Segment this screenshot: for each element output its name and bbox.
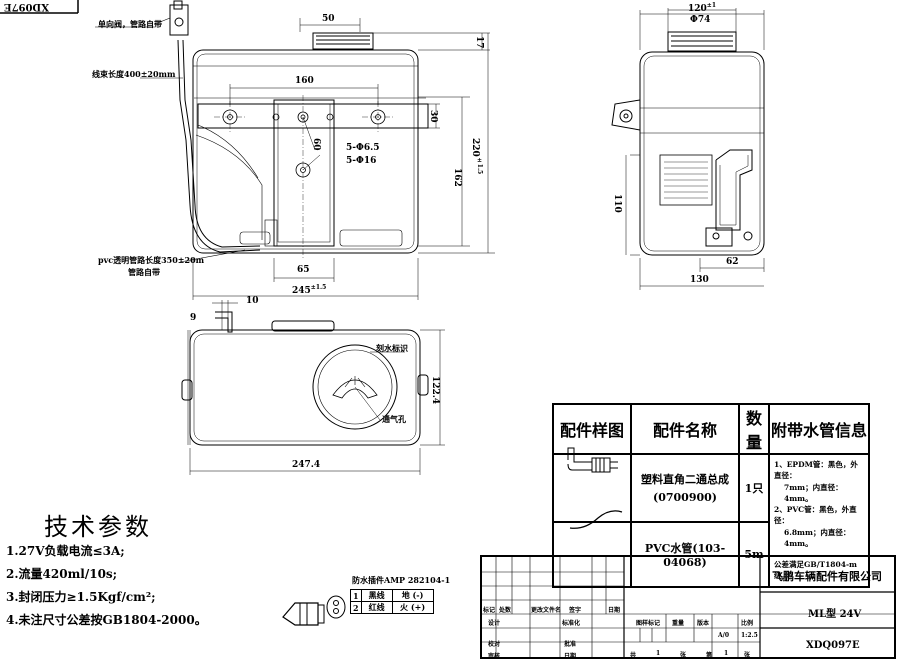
tb-date2: 日期	[564, 653, 577, 660]
dim-245: 245±1.5	[292, 284, 327, 296]
part-2-image	[552, 520, 632, 588]
dim-9: 9	[190, 313, 197, 323]
tb-version-val: A/0	[718, 632, 730, 639]
waterproof-connector-icon	[282, 595, 346, 626]
hose-info-cell: 1、EPDM管：黑色，外直径： 7mm；内直径：4mm。 2、PVC管：黑色，外…	[768, 453, 870, 588]
dim-50: 50	[322, 14, 335, 24]
tb-design: 设计	[488, 620, 501, 627]
corner-label-box	[0, 0, 79, 14]
harness-note: 线束长度400±20mm	[92, 69, 176, 79]
spec-3: 3.封闭压力≥1.5Kgf/cm²;	[6, 590, 156, 604]
tb-sign: 签字	[569, 607, 582, 614]
tb-total: 共	[630, 652, 637, 659]
dim-17: 17	[474, 36, 484, 49]
pin-1: 1	[350, 589, 362, 602]
dim-30: 30	[428, 110, 438, 123]
tb-check: 校对	[488, 641, 501, 648]
tb-model: ML型 24V	[808, 609, 862, 620]
parts-table: 配件样图 配件名称 数量 附带水管信息 塑料直角二通总成(0700900) 1只…	[552, 403, 870, 588]
tb-scale-val: 1:2.5	[741, 632, 758, 639]
vent-hole-label: 通气孔	[382, 414, 406, 424]
dim-120: 120±1	[688, 2, 716, 14]
part-2-name: PVC水管(103-04068)	[630, 520, 740, 588]
tb-change-doc: 更改文件名	[531, 607, 562, 614]
pin-2: 2	[350, 601, 362, 614]
header-qty: 数量	[738, 403, 770, 455]
top-view	[181, 300, 445, 475]
part-1-image	[552, 453, 632, 523]
tb-no: 第	[706, 652, 713, 659]
signal-1: 地 (-)	[391, 589, 434, 602]
dim-162: 162	[452, 168, 462, 187]
tb-count: 处数	[499, 607, 512, 614]
title-block	[480, 555, 896, 659]
tb-sheet: 张	[680, 652, 687, 659]
specs-title: 技术参数	[44, 513, 152, 541]
pvc-note-1: pvc透明管路长度350±20m	[98, 255, 205, 265]
part-1-qty: 1只	[738, 453, 770, 523]
connector-table: 1 黑线 地 (-) 2 红线 火 (+)	[350, 589, 434, 614]
tb-scale: 比例	[741, 620, 754, 627]
dim-160: 160	[295, 76, 314, 86]
spec-4: 4.未注尺寸公差按GB1804-2000。	[6, 613, 207, 627]
signal-2: 火 (+)	[391, 601, 434, 614]
header-name: 配件名称	[630, 403, 740, 455]
tb-no-num: 1	[724, 650, 729, 657]
pvc-note-2: 管路自带	[128, 267, 160, 277]
tb-total-num: 1	[656, 650, 661, 657]
holes-label-2: 5-Φ16	[346, 156, 377, 166]
tb-sheet2: 张	[744, 652, 751, 659]
tb-company: 飞鹏车辆配件有限公司	[772, 570, 882, 583]
holes-label-1: 5-Φ6.5	[346, 143, 380, 153]
part-2-qty: 5m	[738, 520, 770, 588]
dim-220: 220±1.5	[470, 138, 483, 175]
header-hose-info: 附带水管信息	[768, 403, 870, 455]
side-view	[611, 8, 765, 290]
part-1-name: 塑料直角二通总成(0700900)	[630, 453, 740, 523]
check-valve-note: 单向阀，管路自带	[98, 19, 162, 29]
dim-10: 10	[246, 296, 259, 306]
spec-2: 2.流量420ml/10s;	[6, 567, 118, 581]
corner-drawing-number: XD097E	[4, 1, 49, 12]
tb-approve: 批准	[564, 641, 577, 648]
wire-1: 黑线	[360, 589, 393, 602]
tb-weight: 重量	[672, 620, 685, 627]
dim-247-4: 247.4	[292, 460, 321, 470]
level-mark-label: 刻水标识	[376, 343, 408, 353]
dim-122-4: 122.4	[430, 376, 440, 405]
tb-drawing-no: XDQ097E	[806, 640, 860, 651]
dim-65: 65	[297, 265, 310, 275]
header-sample: 配件样图	[552, 403, 632, 455]
dim-62: 62	[726, 257, 739, 267]
wire-2: 红线	[360, 601, 393, 614]
front-view	[95, 0, 495, 300]
tb-stage-mark: 图样标记	[636, 620, 661, 627]
connector-title: 防水插件AMP 282104-1	[352, 575, 451, 585]
dim-110: 110	[612, 194, 622, 213]
tb-standard: 标准化	[562, 620, 581, 627]
tb-date: 日期	[608, 607, 621, 614]
tb-audit: 审核	[488, 653, 501, 660]
tb-version: 版本	[697, 620, 710, 627]
tb-mark: 标记	[483, 607, 496, 614]
dim-60: 60	[311, 138, 321, 151]
spec-1: 1.27V负载电流≤3A;	[6, 544, 125, 558]
dim-cap-dia: Φ74	[690, 15, 711, 25]
dim-130: 130	[690, 275, 709, 285]
